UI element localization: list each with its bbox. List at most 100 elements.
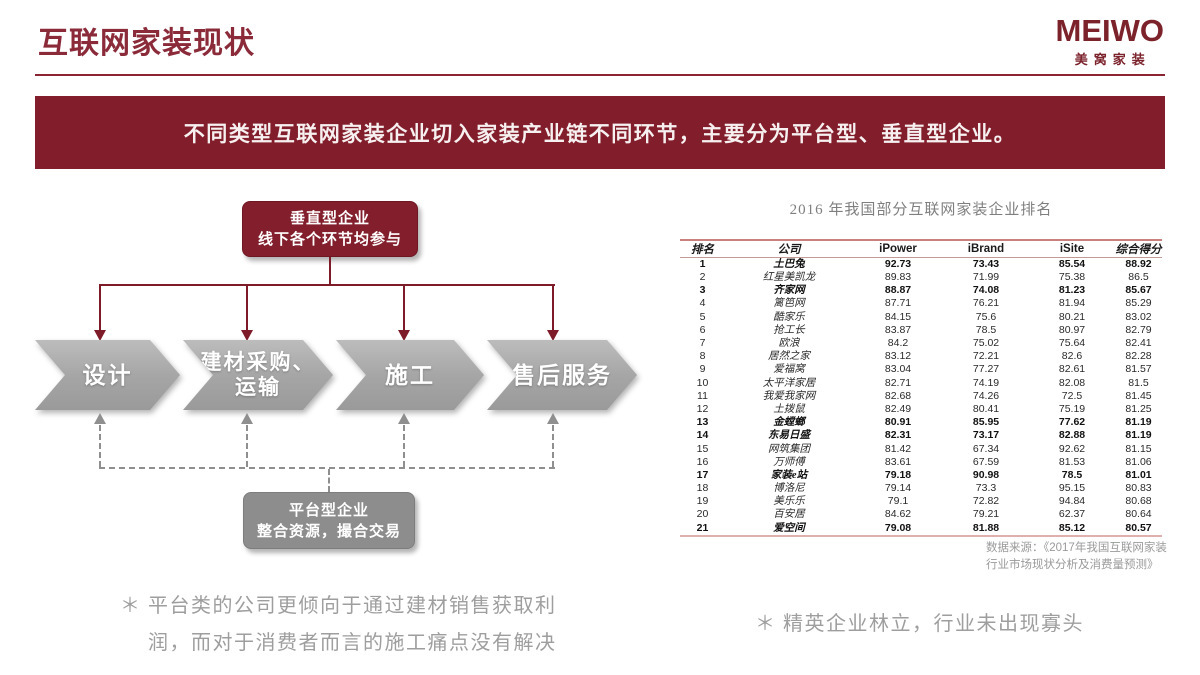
table-cell: 82.68 bbox=[884, 389, 912, 402]
arrow-up-icon bbox=[241, 413, 253, 424]
table-cell: 百安居 bbox=[773, 509, 805, 521]
arrow-down-icon bbox=[547, 330, 559, 341]
table-cell: 75.64 bbox=[1058, 337, 1086, 350]
table-cell: 62.37 bbox=[1058, 508, 1086, 521]
table-cell: 80.57 bbox=[1125, 521, 1152, 534]
table-cell: 88.92 bbox=[1125, 258, 1152, 270]
table-cell: 72.21 bbox=[972, 350, 1000, 363]
table-cell: 74.26 bbox=[972, 389, 1000, 402]
table-cell: 齐家网 bbox=[773, 285, 805, 297]
table-cell: 13 bbox=[696, 416, 709, 429]
note-industry: ＊ 精英企业林立，行业未出现寡头 bbox=[755, 613, 1084, 635]
table-cell: 2 bbox=[699, 271, 706, 284]
table-cell: 85.67 bbox=[1125, 284, 1152, 297]
table-cell: 73.17 bbox=[972, 429, 1000, 442]
table-cell: 81.88 bbox=[972, 521, 1000, 534]
vertical-company-box: 垂直型企业 线下各个环节均参与 bbox=[242, 201, 418, 257]
table-cell: 77.62 bbox=[1058, 416, 1086, 429]
table-cell: 73.3 bbox=[975, 482, 997, 495]
table-cell: 16 bbox=[696, 455, 709, 468]
column-header: iSite bbox=[1029, 240, 1115, 258]
table-cell: 81.25 bbox=[1125, 402, 1152, 415]
dashed-connector bbox=[99, 467, 555, 469]
table-cell: 90.98 bbox=[972, 468, 1000, 481]
table-cell: 84.15 bbox=[884, 310, 912, 323]
table-cell: 网筑集团 bbox=[768, 443, 810, 455]
connector-line bbox=[99, 284, 555, 286]
table-cell: 87.71 bbox=[884, 297, 912, 310]
table-cell: 东易日盛 bbox=[768, 430, 810, 442]
table-cell: 75.02 bbox=[972, 337, 1000, 350]
table-cell: 9 bbox=[699, 363, 706, 376]
table-cell: 81.94 bbox=[1058, 297, 1086, 310]
dashed-connector bbox=[246, 425, 248, 467]
table-cell: 79.08 bbox=[884, 521, 912, 534]
table-cell: 21 bbox=[696, 521, 709, 534]
logo-subtitle-text: 美窝家装 bbox=[1074, 52, 1151, 67]
connector-line bbox=[99, 284, 101, 330]
table-cell: 85.12 bbox=[1058, 521, 1086, 534]
table-cell: 67.34 bbox=[972, 442, 1000, 455]
key-message-text: 不同类型互联网家装企业切入家装产业链不同环节，主要分为平台型、垂直型企业。 bbox=[183, 122, 1017, 146]
table-title: 2016 年我国部分互联网家装企业排名 bbox=[789, 202, 1053, 218]
table-cell: 酷家乐 bbox=[773, 311, 805, 323]
table-cell: 81.57 bbox=[1125, 363, 1152, 376]
process-step: 建材采购、运输 bbox=[183, 340, 333, 410]
column-header: 综合得分 bbox=[1115, 240, 1162, 258]
table-cell: 80.21 bbox=[1058, 310, 1086, 323]
table-cell: 土巴兔 bbox=[773, 259, 805, 270]
table-cell: 82.31 bbox=[884, 429, 912, 442]
table-cell: 95.15 bbox=[1058, 482, 1086, 495]
table-cell: 6 bbox=[699, 323, 706, 336]
table-cell: 84.62 bbox=[884, 508, 912, 521]
process-step: 施工 bbox=[336, 340, 484, 410]
table-cell: 80.68 bbox=[1125, 495, 1152, 508]
table-cell: 82.88 bbox=[1058, 429, 1086, 442]
table-cell: 金螳螂 bbox=[773, 417, 805, 429]
table-cell: 15 bbox=[696, 442, 709, 455]
data-source: 数据来源：《2017年我国互联网家装 行业市场现状分析及消费量预测》 bbox=[986, 540, 1176, 574]
table-cell: 73.43 bbox=[972, 258, 1000, 270]
dashed-connector bbox=[552, 425, 554, 467]
table-cell: 82.08 bbox=[1058, 376, 1086, 389]
table-row: 21 爱空间 79.08 81.88 85.12 80.57 bbox=[680, 522, 1162, 536]
table-cell: 博洛尼 bbox=[773, 483, 805, 495]
table-cell: 74.08 bbox=[972, 284, 1000, 297]
table-cell: 7 bbox=[699, 337, 706, 350]
table-cell: 83.02 bbox=[1125, 310, 1152, 323]
table-cell: 爱空间 bbox=[773, 522, 805, 534]
table-cell: 86.5 bbox=[1128, 271, 1149, 284]
table-cell: 81.42 bbox=[884, 442, 912, 455]
platform-company-box: 平台型企业 整合资源，撮合交易 bbox=[243, 492, 415, 549]
header-divider bbox=[35, 74, 1165, 76]
table-cell: 71.99 bbox=[972, 271, 1000, 284]
table-cell: 82.61 bbox=[1058, 363, 1086, 376]
arrow-up-icon bbox=[398, 413, 410, 424]
vertical-company-line2: 线下各个环节均参与 bbox=[257, 231, 402, 248]
table-cell: 88.87 bbox=[884, 284, 912, 297]
column-header: 公司 bbox=[725, 240, 853, 258]
table-cell: 1 bbox=[699, 258, 706, 270]
table-cell: 4 bbox=[699, 297, 706, 310]
table-cell: 20 bbox=[696, 508, 709, 521]
platform-company-line2: 整合资源，撮合交易 bbox=[256, 522, 401, 540]
table-cell: 75.19 bbox=[1058, 402, 1086, 415]
page-title: 互联网家装现状 bbox=[38, 27, 255, 60]
table-cell: 80.91 bbox=[884, 416, 912, 429]
data-source-line1: 数据来源：《2017年我国互联网家装 bbox=[986, 542, 1167, 554]
table-cell: 18 bbox=[696, 482, 709, 495]
table-cell: 79.18 bbox=[884, 468, 912, 481]
table-cell: 欧浪 bbox=[778, 338, 800, 350]
table-cell: 12 bbox=[696, 402, 709, 415]
process-step: 售后服务 bbox=[487, 340, 637, 410]
